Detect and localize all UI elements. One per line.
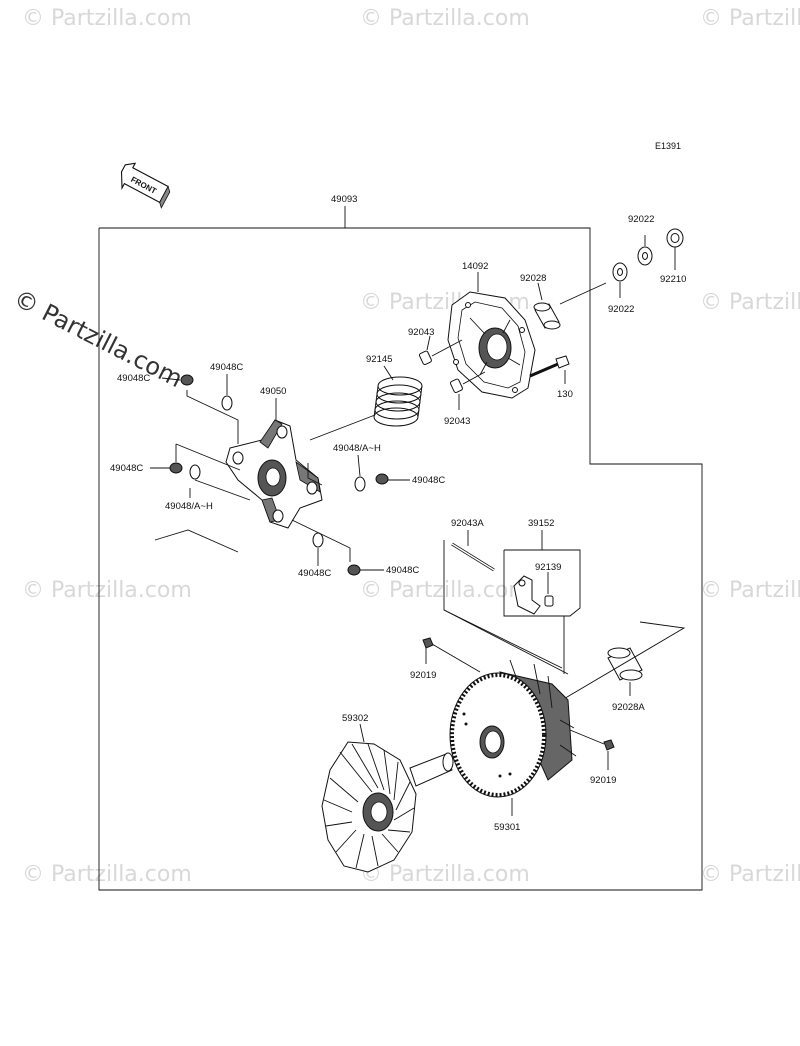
- label-92043-top: 92043: [408, 327, 434, 338]
- label-92210: 92210: [660, 274, 686, 285]
- part-92019-nut-1: [422, 637, 434, 649]
- label-49048c-4: 49048C: [412, 475, 445, 486]
- part-14092-cover: [447, 291, 536, 399]
- part-59301-sheave: [449, 659, 577, 798]
- part-49048c-1: [180, 374, 194, 386]
- label-92043-bot: 92043: [444, 416, 470, 427]
- part-49048c-6: [347, 564, 361, 576]
- label-49048c-6: 49048C: [386, 565, 419, 576]
- part-59302-fixed-sheave: [321, 741, 454, 873]
- part-92043-pin-top: [418, 350, 432, 365]
- label-59302: 59302: [342, 713, 368, 724]
- label-92139: 92139: [535, 562, 561, 573]
- part-92022-washer-bot: [612, 262, 628, 282]
- part-92043a-pin: [451, 542, 495, 572]
- label-92145: 92145: [366, 354, 392, 365]
- label-92022-top: 92022: [628, 214, 654, 225]
- part-92028-bushing: [533, 302, 561, 330]
- label-92019-2: 92019: [590, 775, 616, 786]
- part-92139-weight: [513, 575, 541, 615]
- part-92139-pin: [544, 595, 554, 607]
- label-39152: 39152: [528, 518, 554, 529]
- part-92145-spring: [373, 376, 423, 427]
- part-49048ah-2: [354, 476, 366, 492]
- label-49093: 49093: [331, 194, 357, 205]
- part-92210-nut: [666, 228, 684, 248]
- label-92043a: 92043A: [451, 518, 484, 529]
- part-49048ah-1: [189, 464, 201, 480]
- part-49048c-5: [312, 532, 324, 548]
- part-49048c-2: [221, 395, 233, 411]
- label-92022-bot: 92022: [608, 304, 634, 315]
- label-49048c-2: 49048C: [210, 362, 243, 373]
- part-49048c-4: [375, 473, 389, 485]
- label-49048c-1: 49048C: [117, 373, 150, 384]
- part-49048c-3: [169, 462, 183, 474]
- label-49048c-3: 49048C: [110, 463, 143, 474]
- part-92043-pin-bot: [449, 378, 463, 393]
- label-59301: 59301: [494, 822, 520, 833]
- label-92028: 92028: [520, 273, 546, 284]
- label-92019-1: 92019: [410, 670, 436, 681]
- part-92019-nut-2: [603, 739, 615, 751]
- part-49050-spider: [225, 419, 323, 529]
- label-49048ah-2: 49048/A~H: [333, 443, 381, 454]
- front-arrow-icon: FRONT: [120, 162, 171, 209]
- label-92028a: 92028A: [612, 702, 645, 713]
- label-14092: 14092: [462, 261, 488, 272]
- label-49048c-5: 49048C: [298, 568, 331, 579]
- assembly-frame: [98, 206, 703, 891]
- part-92022-washer-top: [637, 246, 653, 266]
- part-130-bolt: [529, 355, 570, 378]
- part-92028a-bushing: [607, 647, 643, 681]
- diagram-code: E1391: [655, 141, 681, 151]
- label-49048ah-1: 49048/A~H: [165, 501, 213, 512]
- label-130: 130: [557, 389, 573, 400]
- label-49050: 49050: [260, 386, 286, 397]
